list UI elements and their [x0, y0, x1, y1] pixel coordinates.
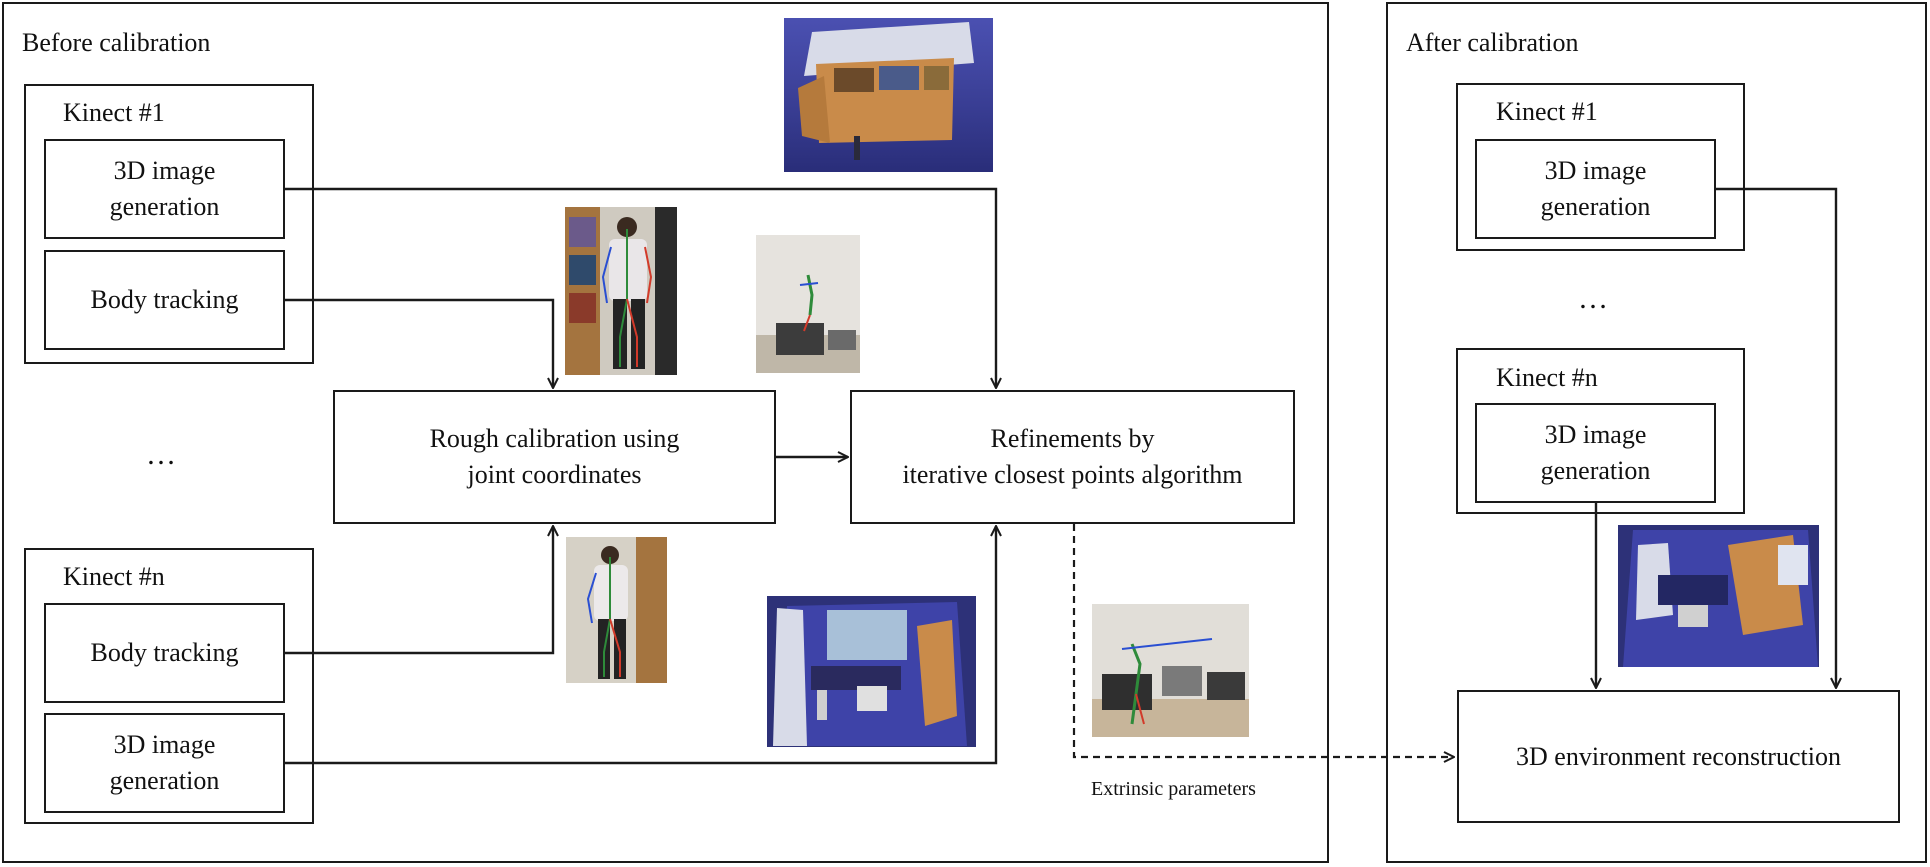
arrow-extrinsic-dashed — [1072, 524, 1454, 757]
skeleton-office-photo-2 — [1092, 604, 1249, 737]
after-ellipsis: … — [1578, 282, 1611, 315]
arrow-after-k1-to-recon — [1716, 187, 1836, 688]
pointcloud-bookshelf-image — [784, 18, 993, 172]
kinect-1-3d-image-generation-box: 3D image generation — [44, 139, 285, 239]
rough-calibration-box: Rough calibration using joint coordinate… — [333, 390, 776, 524]
kinect-n-title: Kinect #n — [63, 562, 165, 591]
kinect-n-3d-image-generation-box: 3D image generation — [44, 713, 285, 813]
after-calibration-title: After calibration — [1406, 28, 1579, 57]
skeleton-office-photo-1 — [756, 235, 860, 373]
before-calibration-title: Before calibration — [22, 28, 211, 57]
kinect-1-title: Kinect #1 — [63, 98, 165, 127]
icp-refinement-box: Refinements by iterative closest points … — [850, 390, 1295, 524]
person-skeleton-photo-2 — [566, 537, 667, 683]
after-kinect-n-3d-image-generation-box: 3D image generation — [1475, 403, 1716, 503]
arrow-k1-body-to-rough — [285, 298, 553, 388]
after-calibration-panel — [1386, 2, 1927, 863]
after-kinect-1-title: Kinect #1 — [1496, 97, 1598, 126]
person-skeleton-photo-1 — [565, 207, 677, 375]
extrinsic-parameters-label: Extrinsic parameters — [1091, 778, 1256, 800]
after-kinect-n-title: Kinect #n — [1496, 363, 1598, 392]
before-calibration-panel — [2, 2, 1329, 863]
arrow-kn-body-to-rough — [285, 526, 553, 655]
after-kinect-1-3d-image-generation-box: 3D image generation — [1475, 139, 1716, 239]
pointcloud-room-image-2 — [1618, 525, 1819, 667]
pointcloud-room-image-1 — [767, 596, 976, 747]
kinect-n-body-tracking-box: Body tracking — [44, 603, 285, 703]
kinect-1-body-tracking-box: Body tracking — [44, 250, 285, 350]
before-ellipsis: … — [146, 438, 179, 471]
arrow-kn-gen-to-icp — [285, 526, 996, 765]
3d-environment-reconstruction-box: 3D environment reconstruction — [1457, 690, 1900, 823]
arrow-k1-gen-to-icp — [285, 187, 996, 388]
